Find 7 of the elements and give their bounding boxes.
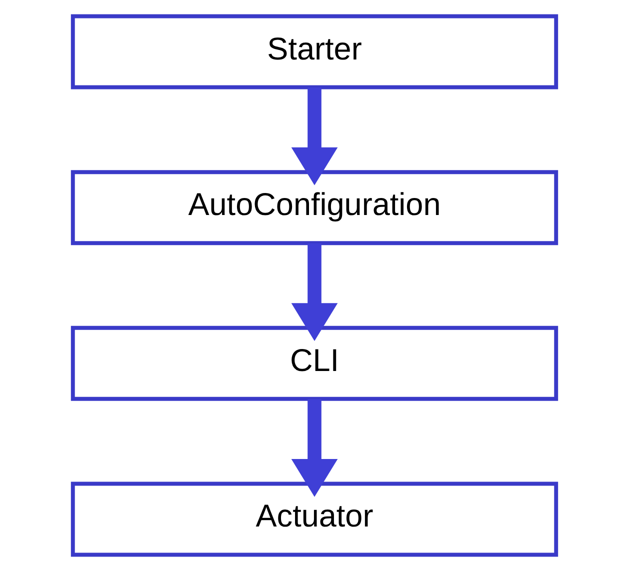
node-box: Actuator xyxy=(70,482,558,557)
node-box: CLI xyxy=(70,326,558,401)
arrow xyxy=(290,399,338,497)
node-box: AutoConfiguration xyxy=(70,170,558,246)
arrow xyxy=(290,87,338,186)
arrow xyxy=(290,243,338,342)
node-box: Starter xyxy=(70,14,558,90)
